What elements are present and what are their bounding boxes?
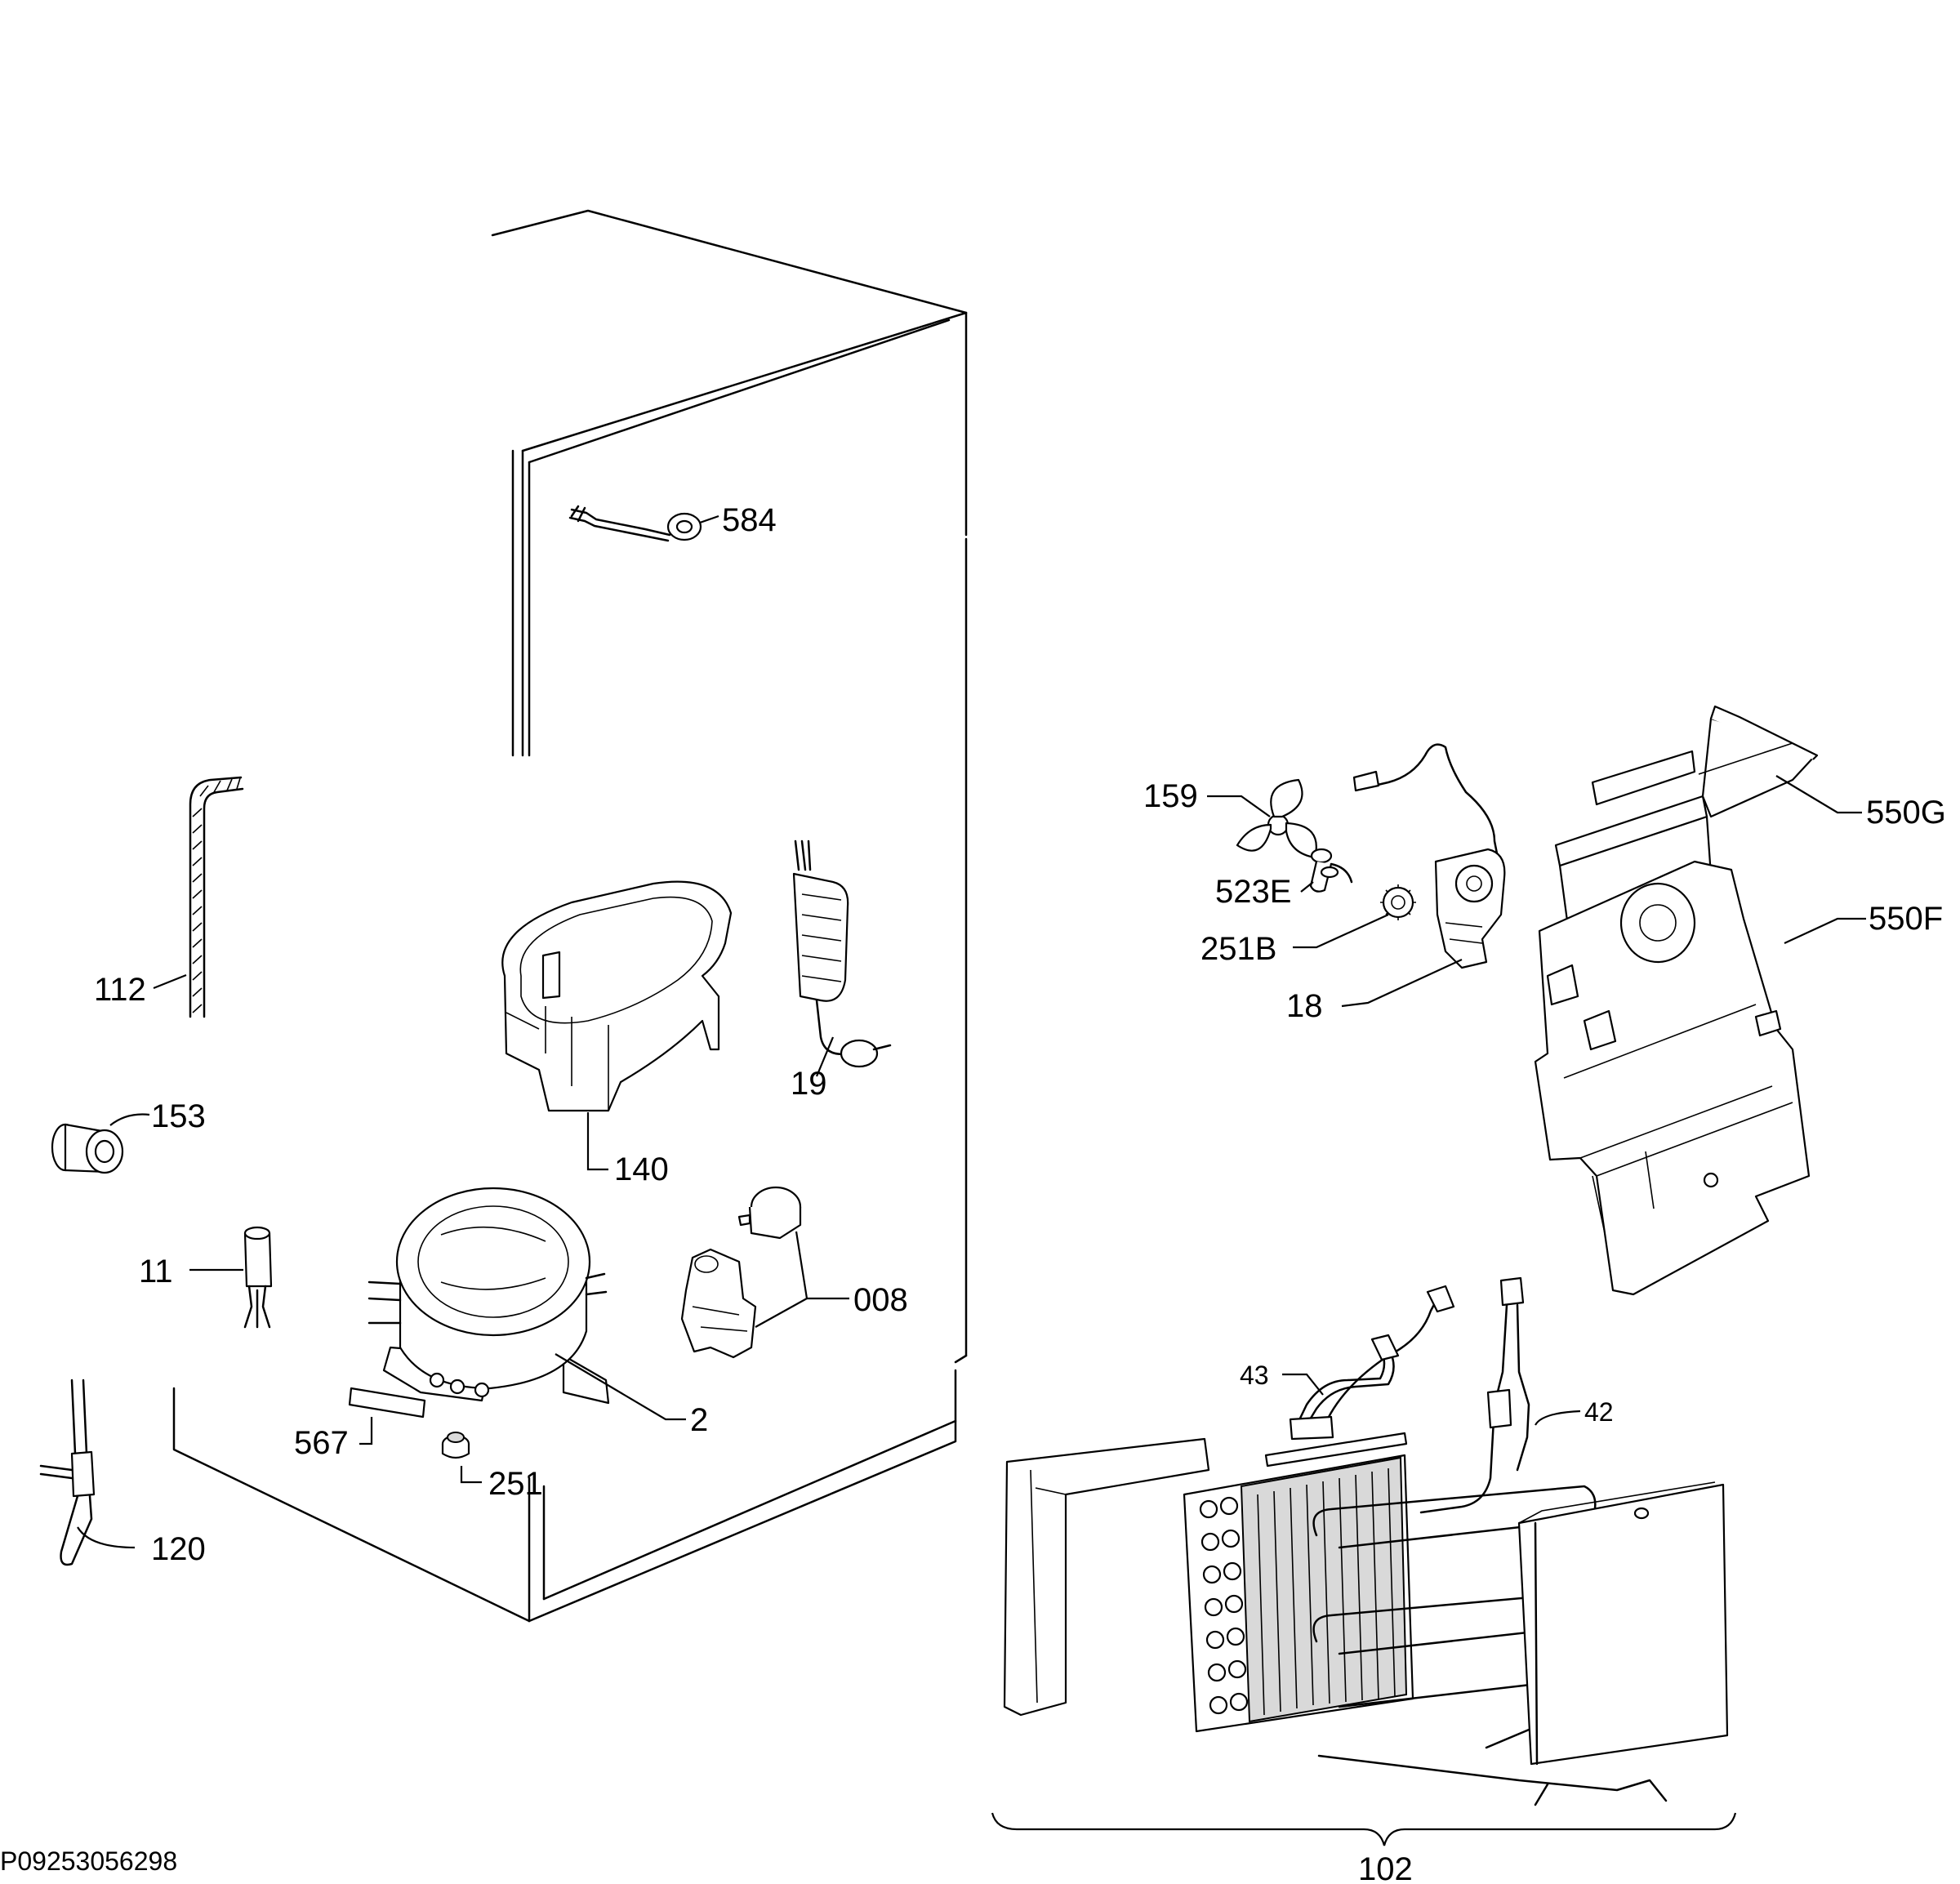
label-140: 140 bbox=[614, 1151, 669, 1187]
part-584-sensor bbox=[568, 505, 702, 542]
part-18-fan-motor bbox=[1352, 743, 1506, 969]
part-102-evaporator bbox=[1003, 1432, 1729, 1806]
part-567-plate bbox=[348, 1387, 426, 1419]
leader-42 bbox=[1535, 1410, 1581, 1426]
leader-251 bbox=[460, 1466, 482, 1484]
part-19-heater bbox=[792, 840, 892, 1068]
leader-140 bbox=[586, 1112, 608, 1171]
label-112: 112 bbox=[94, 972, 146, 1008]
label-42: 42 bbox=[1584, 1397, 1614, 1427]
part-153-bushing bbox=[51, 1123, 124, 1174]
label-19: 19 bbox=[791, 1066, 827, 1102]
leader-19 bbox=[815, 1036, 835, 1077]
label-008: 008 bbox=[853, 1282, 908, 1318]
leader-153 bbox=[109, 1113, 150, 1126]
leader-567 bbox=[359, 1417, 373, 1445]
leader-008 bbox=[795, 1231, 849, 1300]
label-550G: 550G bbox=[1866, 795, 1946, 831]
leader-584 bbox=[699, 514, 719, 524]
label-18: 18 bbox=[1286, 988, 1323, 1024]
label-550F: 550F bbox=[1869, 901, 1943, 937]
part-112-tube bbox=[189, 776, 244, 1018]
label-153: 153 bbox=[151, 1098, 206, 1134]
part-42-sensor-wire bbox=[1419, 1276, 1530, 1514]
document-code: P09253056298 bbox=[0, 1846, 177, 1876]
label-43: 43 bbox=[1240, 1361, 1269, 1390]
label-251: 251 bbox=[488, 1466, 543, 1502]
label-523E: 523E bbox=[1215, 874, 1291, 910]
label-584: 584 bbox=[722, 502, 777, 538]
part-2-compressor bbox=[368, 1187, 610, 1405]
leader-550G bbox=[1775, 775, 1862, 814]
part-008-relay bbox=[680, 1186, 802, 1359]
leader-159 bbox=[1207, 795, 1271, 817]
label-11: 11 bbox=[139, 1254, 173, 1289]
part-11-filter-drier bbox=[243, 1226, 273, 1329]
leader-251B bbox=[1293, 913, 1389, 949]
part-550G-duct-cover bbox=[1554, 705, 1819, 929]
leader-2 bbox=[555, 1353, 686, 1421]
label-567: 567 bbox=[294, 1425, 349, 1461]
part-159-fan-blade bbox=[1236, 778, 1317, 859]
part-251-grommet bbox=[441, 1432, 470, 1459]
part-140-tray bbox=[501, 880, 733, 1112]
leader-008-b bbox=[755, 1298, 808, 1328]
part-550F-fan-housing bbox=[1534, 860, 1811, 1296]
label-2: 2 bbox=[690, 1402, 708, 1438]
leader-120 bbox=[77, 1526, 136, 1549]
part-120-sensor bbox=[39, 1378, 96, 1566]
label-120: 120 bbox=[151, 1531, 206, 1567]
cabinet-outline bbox=[172, 209, 968, 1623]
label-102: 102 bbox=[1358, 1851, 1413, 1884]
part-523E-clip bbox=[1309, 848, 1353, 893]
part-251B-gear bbox=[1380, 884, 1416, 920]
leader-18 bbox=[1341, 959, 1463, 1008]
leader-112 bbox=[153, 973, 187, 990]
label-251B: 251B bbox=[1200, 931, 1276, 967]
brace-102 bbox=[991, 1812, 1737, 1846]
part-43-harness bbox=[1289, 1285, 1455, 1441]
label-159: 159 bbox=[1143, 778, 1198, 814]
leader-523E bbox=[1300, 881, 1314, 893]
leader-550F bbox=[1784, 917, 1866, 944]
leader-43 bbox=[1282, 1373, 1324, 1396]
